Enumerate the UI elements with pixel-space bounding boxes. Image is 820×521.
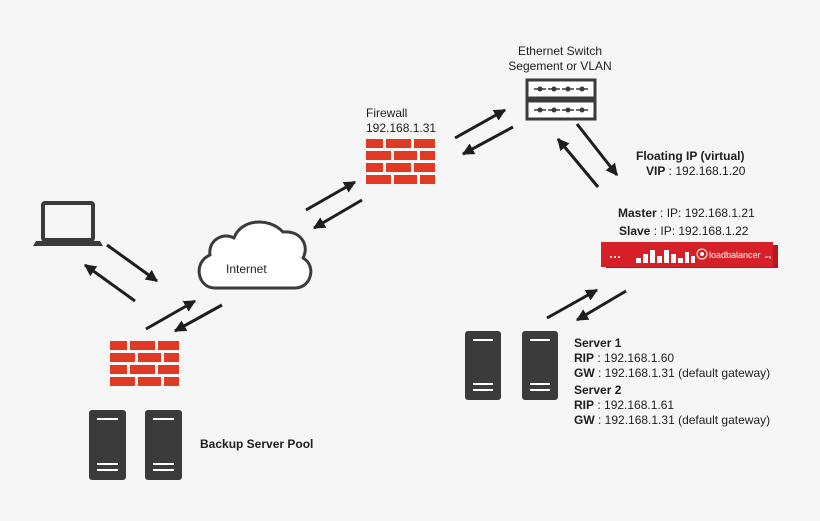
server-1-rip-key: RIP — [574, 351, 595, 365]
vip-key: VIP — [646, 164, 666, 178]
server-2-gw-key: GW — [574, 413, 595, 427]
slave-label: Slave : IP: 192.168.1.22 — [619, 224, 748, 239]
cloud-icon — [197, 220, 313, 290]
arrow-icon — [84, 263, 136, 303]
arrow-icon — [546, 288, 599, 320]
firewall-name: Firewall — [366, 106, 408, 120]
server-2-rip-value: : 192.168.1.61 — [594, 398, 675, 412]
floating-ip-label: Floating IP (virtual) VIP : 192.168.1.20 — [636, 149, 745, 179]
server-icon — [522, 331, 558, 400]
firewall-ip: 192.168.1.31 — [366, 121, 437, 135]
loadbalancer-icon: loadbalancer .org — [601, 242, 778, 268]
switch-label: Ethernet Switch Segement or VLAN — [495, 44, 625, 74]
server-1-gw-key: GW — [574, 366, 595, 380]
server-1-info: Server 1 RIP : 192.168.1.60 GW : 192.168… — [574, 336, 770, 381]
server-icon — [465, 331, 501, 400]
backup-server-icon — [145, 410, 182, 480]
server-1-gw-value: : 192.168.1.31 (default gateway) — [594, 366, 771, 380]
internet-label: Internet — [226, 262, 267, 276]
arrow-icon — [106, 243, 158, 283]
firewall-label: Firewall 192.168.1.31 — [366, 106, 436, 136]
arrow-icon — [173, 303, 223, 333]
arrow-icon — [575, 123, 619, 176]
server-2-rip-key: RIP — [574, 398, 595, 412]
arrow-icon — [556, 138, 600, 188]
firewall-icon — [366, 139, 435, 184]
server-1-title: Server 1 — [574, 336, 622, 350]
loadbalancer-suffix: .org — [764, 254, 771, 259]
floating-ip-title: Floating IP (virtual) — [636, 149, 745, 163]
server-2-title: Server 2 — [574, 383, 622, 397]
master-label: Master : IP: 192.168.1.21 — [618, 206, 755, 221]
arrow-icon — [312, 198, 363, 230]
server-1-rip-value: : 192.168.1.60 — [594, 351, 675, 365]
master-value: : IP: 192.168.1.21 — [656, 206, 755, 220]
server-2-info: Server 2 RIP : 192.168.1.61 GW : 192.168… — [574, 383, 770, 428]
backup-firewall-icon — [110, 341, 179, 386]
slave-value: : IP: 192.168.1.22 — [650, 224, 749, 238]
arrow-icon — [454, 108, 507, 140]
master-key: Master — [618, 206, 657, 220]
switch-icon — [525, 78, 597, 121]
arrow-icon — [461, 125, 514, 156]
backup-pool-label: Backup Server Pool — [200, 437, 314, 451]
server-2-gw-value: : 192.168.1.31 (default gateway) — [594, 413, 771, 427]
laptop-icon — [33, 201, 103, 246]
switch-label-line2: Segement or VLAN — [508, 59, 612, 73]
arrow-icon — [575, 289, 627, 322]
loadbalancer-brand: loadbalancer — [709, 250, 761, 260]
vip-value: : 192.168.1.20 — [665, 164, 746, 178]
backup-server-icon — [89, 410, 126, 480]
slave-key: Slave — [619, 224, 651, 238]
arrow-icon — [145, 299, 197, 331]
arrow-icon — [305, 180, 357, 212]
switch-label-line1: Ethernet Switch — [517, 44, 603, 58]
